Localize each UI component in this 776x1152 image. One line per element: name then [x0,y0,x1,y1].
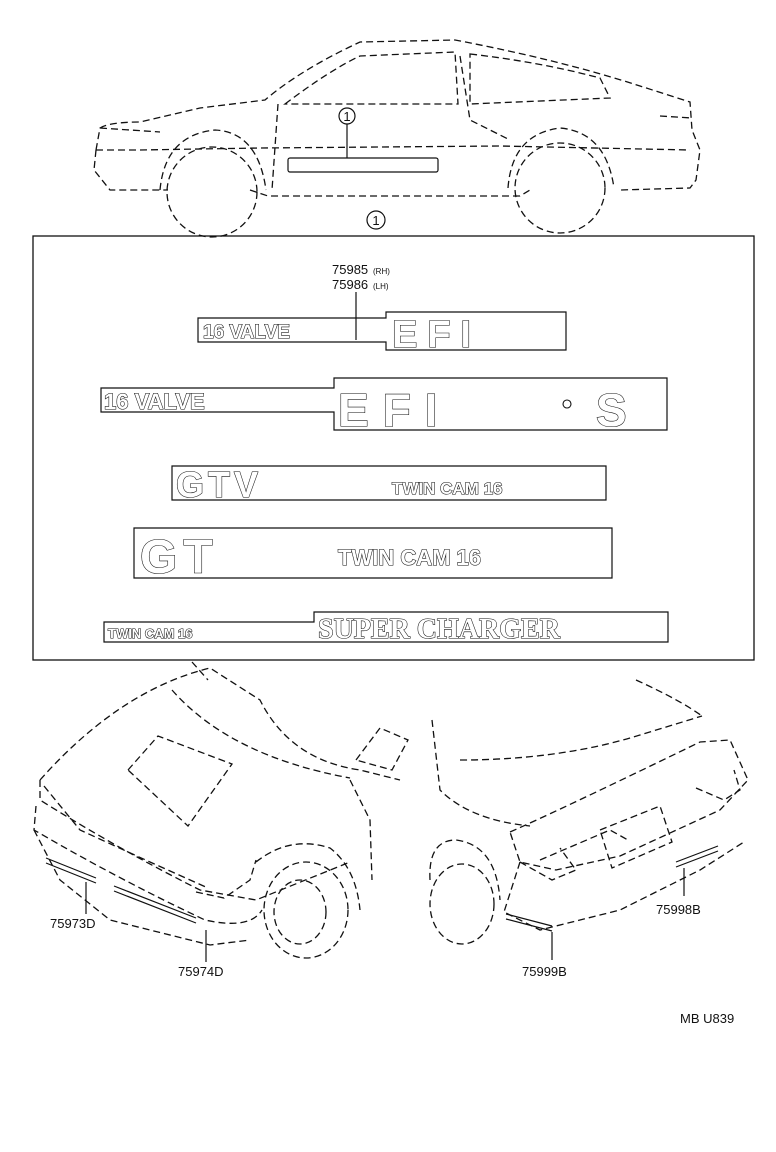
emblem-1-right-text: EFI [392,314,481,356]
emblem-twincam16-supercharger: TWIN CAM 16 SUPER CHARGER [103,611,669,646]
car-front-view: 75973D 75974D [33,661,409,979]
emblem-1-left-text: 16 VALVE [203,322,290,343]
emblem-gtv-twincam16: GTV TWIN CAM 16 [171,463,607,506]
emblem-5-left-text: TWIN CAM 16 [108,626,193,641]
part-suffix-rh: (RH) [373,267,390,276]
part-number-rear-center: 75999B [522,964,567,979]
emblem-box: 75985 (RH) 75986 (LH) 16 VALVE EFI 16 VA… [32,235,755,661]
part-number-front-left: 75973D [50,916,96,931]
part-suffix-lh: (LH) [373,282,389,291]
callout-number: 1 [343,109,350,124]
emblem-2-left-text: 16 VALVE [104,389,205,414]
callout-number-2: 1 [372,213,379,228]
part-number-lh: 75986 [332,277,368,292]
emblem-3-right-text: TWIN CAM 16 [392,479,503,498]
part-number-rear-right: 75998B [656,902,701,917]
emblem-2-s-text: S [596,384,627,436]
figure-code: MB U839 [680,1011,734,1026]
emblem-4-right-text: TWIN CAM 16 [338,545,481,570]
part-number-rh: 75985 [332,262,368,277]
emblem-5-right-text: SUPER CHARGER [318,614,561,645]
part-number-front-center: 75974D [178,964,224,979]
emblem-16valve-efi-s: 16 VALVE EFI S [100,377,668,437]
emblem-2-efi-text: EFI [338,384,452,436]
emblem-2-dot [562,399,572,409]
emblem-4-left-text: GT [140,531,219,584]
emblem-3-left-text: GTV [176,464,262,505]
car-side-view: 1 1 [93,39,701,238]
car-rear-view: 75999B 75998B [429,679,749,979]
emblem-gt-twincam16: GT TWIN CAM 16 [133,527,613,585]
emblem-16valve-efi: 16 VALVE EFI [197,311,567,357]
